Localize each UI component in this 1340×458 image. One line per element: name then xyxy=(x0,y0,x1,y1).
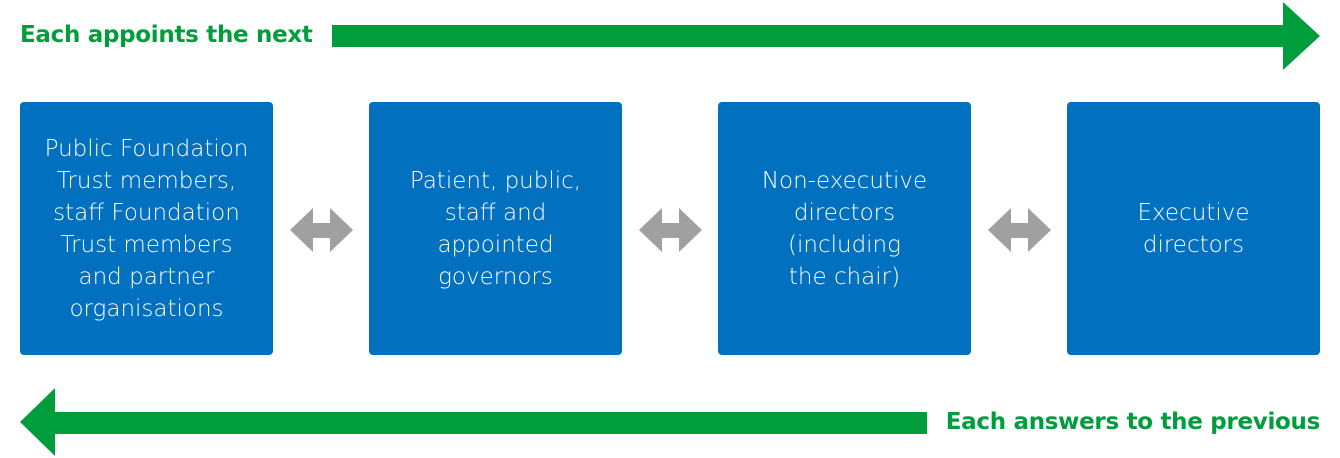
box-executive-directors: Executive directors xyxy=(1067,102,1320,355)
bottom-left-arrow xyxy=(20,388,927,456)
box-non-executive-directors: Non-executive directors (including the c… xyxy=(718,102,971,355)
top-arrow-label: Each appoints the next xyxy=(20,22,313,48)
bottom-arrow-label: Each answers to the previous xyxy=(945,409,1321,435)
box-text: Executive directors xyxy=(1137,199,1250,258)
box-text: Public Foundation Trust members, staff F… xyxy=(44,135,249,322)
double-arrow-icon xyxy=(988,208,1051,252)
box-members: Public Foundation Trust members, staff F… xyxy=(20,102,273,355)
box-text: Patient, public, staff and appointed gov… xyxy=(409,167,582,290)
box-text: Non-executive directors (including the c… xyxy=(761,167,928,290)
box-governors: Patient, public, staff and appointed gov… xyxy=(369,102,622,355)
top-right-arrow xyxy=(332,2,1320,70)
double-arrow-icon xyxy=(639,208,702,252)
double-arrow-icon xyxy=(290,208,353,252)
